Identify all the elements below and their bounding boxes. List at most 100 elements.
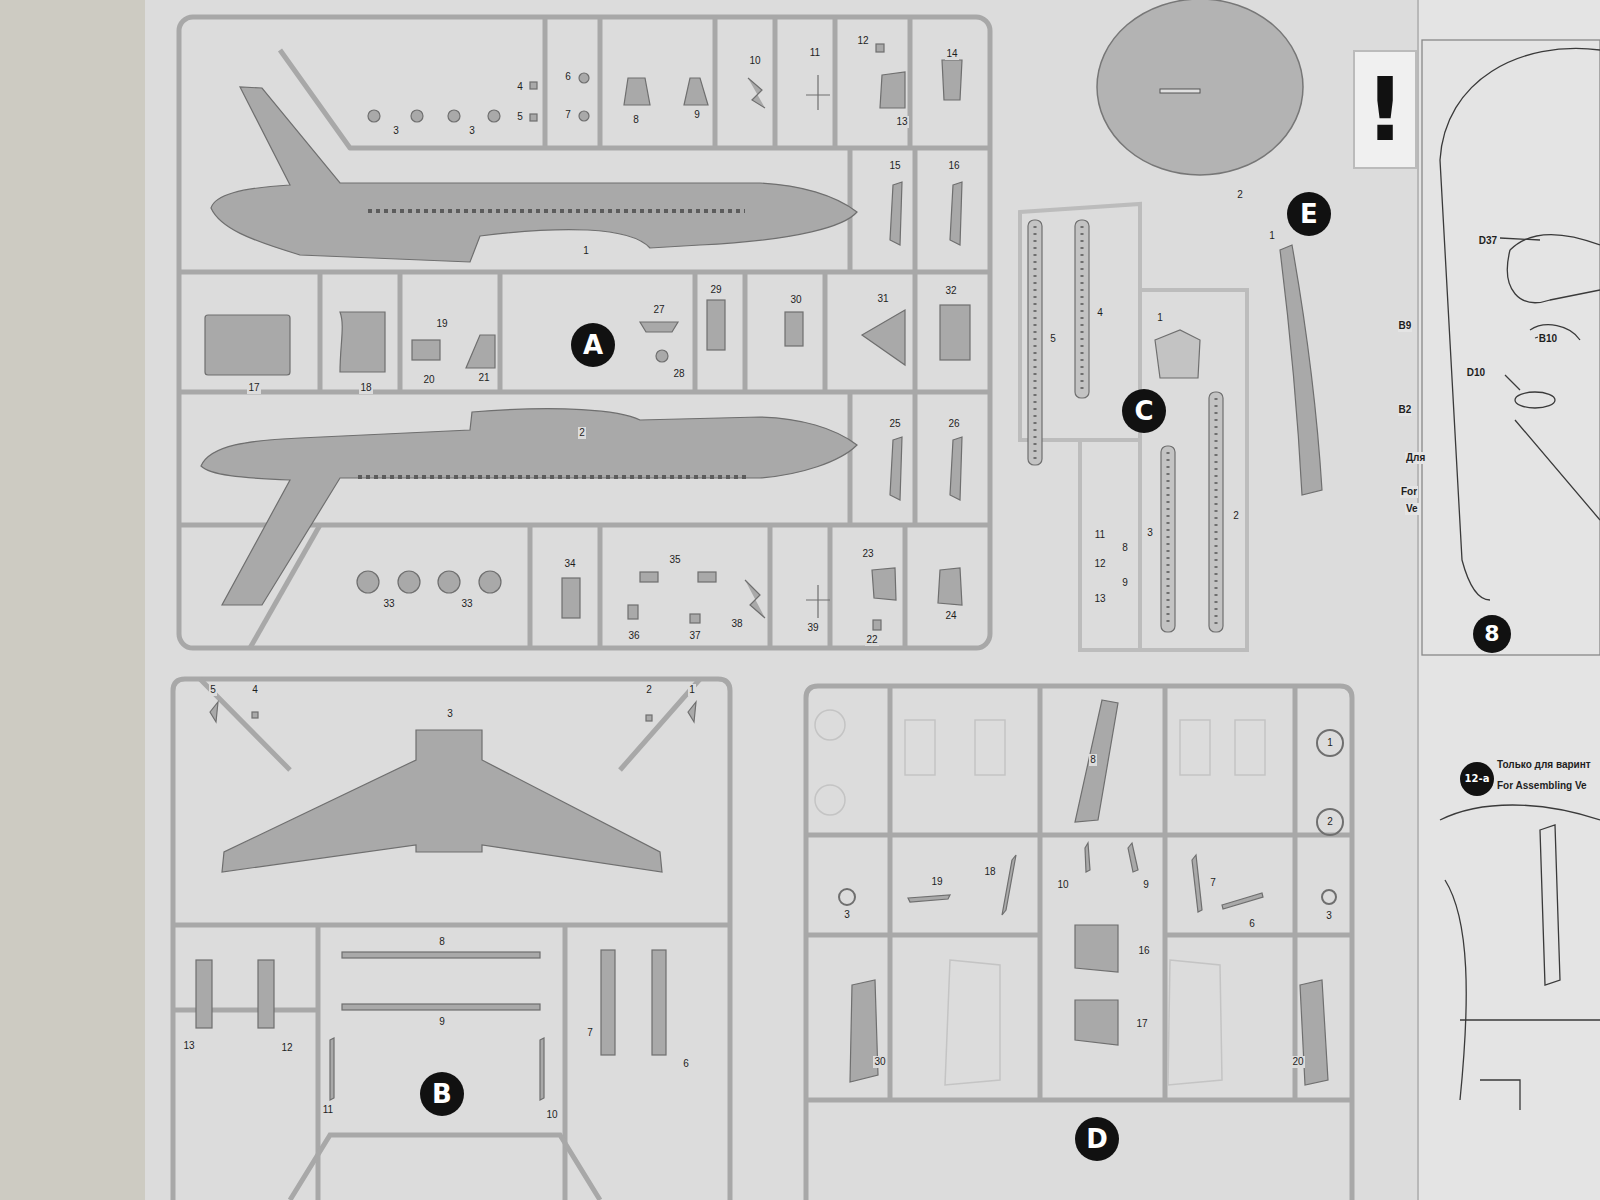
part-number: 37	[688, 630, 701, 642]
part-number: 24	[944, 610, 957, 622]
sprue-c-frame	[1020, 204, 1247, 650]
part-number: 18	[983, 866, 996, 878]
part-number: 16	[947, 160, 960, 172]
part-number: 5	[1049, 333, 1057, 345]
part-number: 3	[1325, 910, 1333, 922]
part-number: 3	[392, 125, 400, 137]
part-number: 10	[1056, 879, 1069, 891]
part-number: 19	[435, 318, 448, 330]
part-number: 20	[1291, 1056, 1304, 1068]
part-number: 17	[247, 382, 260, 394]
part-number: 22	[865, 634, 878, 646]
part-number: 21	[477, 372, 490, 384]
callout-text: B9	[1398, 320, 1413, 332]
sprue-b-frame	[173, 679, 730, 1200]
part-number: 15	[888, 160, 901, 172]
part-number: 2	[578, 427, 586, 439]
sprue-d-frame	[806, 686, 1352, 1200]
callout-text: Только для варинт	[1496, 759, 1592, 771]
part-number: 27	[652, 304, 665, 316]
part-number: 18	[359, 382, 372, 394]
part-number: 31	[876, 293, 889, 305]
part-number: 39	[806, 622, 819, 634]
part-number: 11	[322, 1104, 334, 1116]
part-number: 28	[672, 368, 685, 380]
window-strips	[1028, 220, 1223, 632]
sprue-letter-text: B	[432, 1081, 452, 1107]
part-number: 8	[1089, 754, 1097, 766]
part-number: 8	[438, 936, 446, 948]
sprue-letter-text: 8	[1484, 623, 1499, 645]
right-page	[1418, 0, 1600, 1200]
part-number: 9	[438, 1016, 446, 1028]
part-number: 10	[545, 1109, 558, 1121]
ghost-parts	[815, 710, 1265, 1085]
part-number: 1	[1156, 312, 1164, 324]
part-number: 9	[1142, 879, 1150, 891]
part-number: 4	[251, 684, 259, 696]
window-rows	[358, 211, 750, 477]
callout-text: D37	[1478, 235, 1498, 247]
part-number: 16	[1137, 945, 1150, 957]
part-number: 36	[627, 630, 640, 642]
sprue-letter-text: A	[583, 332, 603, 358]
part-number: 14	[945, 48, 958, 60]
callout-text: D10	[1466, 367, 1486, 379]
page-fold	[1417, 0, 1419, 1200]
part-number: 2	[645, 684, 653, 696]
part-number: 13	[895, 116, 908, 128]
sprue-letter-text: 12-a	[1465, 774, 1490, 784]
part-number: 3	[446, 708, 454, 720]
part-number: 25	[888, 418, 901, 430]
warning-mark: !	[1365, 66, 1405, 154]
part-number: 1	[688, 684, 696, 696]
part-number: 33	[382, 598, 395, 610]
part-number: 6	[682, 1058, 690, 1070]
part-number: 7	[564, 109, 572, 121]
sprue-letter: B	[420, 1072, 464, 1116]
strip-holes	[1035, 226, 1216, 626]
part-number: 13	[182, 1040, 195, 1052]
part-number: 2	[1326, 816, 1334, 828]
sprue-letter: E	[1287, 192, 1331, 236]
callout-text: B10	[1538, 333, 1558, 345]
part-number: 30	[789, 294, 802, 306]
part-number: 12	[280, 1042, 293, 1054]
part-number: 35	[668, 554, 681, 566]
part-number: 7	[586, 1027, 594, 1039]
part-number: 5	[209, 684, 217, 696]
sprue-a-frame	[179, 17, 990, 648]
sprue-letter: 12-a	[1460, 762, 1495, 797]
part-number: 2	[1236, 189, 1244, 201]
part-number: 30	[873, 1056, 886, 1068]
part-number: 20	[422, 374, 435, 386]
warning-box: !	[1356, 54, 1414, 166]
part-number: 26	[947, 418, 960, 430]
part-number: 11	[1094, 529, 1106, 541]
sprue-letter-text: E	[1300, 201, 1318, 227]
part-number: 2	[1232, 510, 1240, 522]
part-number: 10	[748, 55, 761, 67]
part-number: 3	[843, 909, 851, 921]
callout-text: Для	[1405, 452, 1426, 464]
part-number: 5	[516, 111, 524, 123]
sprue-letter: 8	[1473, 615, 1511, 653]
part-number: 7	[1209, 877, 1217, 889]
callout-text: For Assembling Ve	[1496, 780, 1588, 792]
part-number: 8	[1121, 542, 1129, 554]
sprue-a-parts	[201, 44, 970, 630]
callout-text: Ve	[1405, 503, 1419, 515]
part-number: 19	[930, 876, 943, 888]
part-number: 1	[1326, 737, 1334, 749]
part-number: 33	[460, 598, 473, 610]
table-edge	[0, 0, 145, 1200]
part-number: 17	[1135, 1018, 1148, 1030]
part-number: 6	[1248, 918, 1256, 930]
part-number: 8	[632, 114, 640, 126]
assembly-drawing	[1422, 40, 1600, 1110]
sprue-b-parts	[196, 702, 696, 1100]
part-number: 9	[693, 109, 701, 121]
part-number: 4	[516, 81, 524, 93]
